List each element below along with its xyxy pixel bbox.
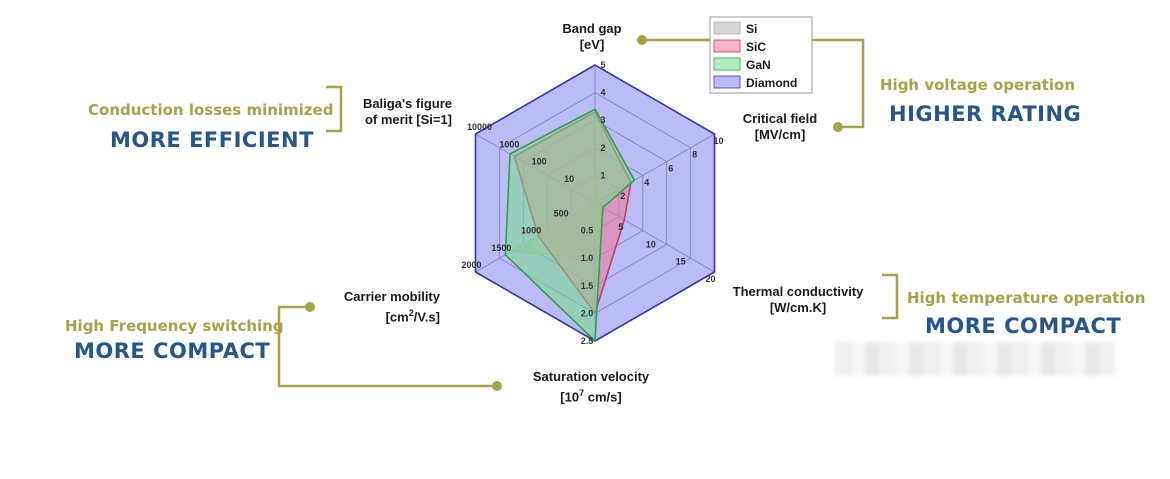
tick-label-band_gap-3: 3 — [600, 115, 605, 125]
tick-label-carrier_mobility-3: 1500 — [491, 243, 511, 253]
connector-mobility-saturation — [277, 305, 497, 388]
tick-label-thermal_conductivity-1: 5 — [618, 222, 623, 232]
tick-label-saturation_velocity-3: 1.5 — [581, 281, 594, 291]
tick-label-critical_field-1: 2 — [620, 191, 625, 201]
tick-label-carrier_mobility-2: 1000 — [521, 226, 541, 236]
legend-swatch-si — [713, 21, 741, 35]
legend-swatch-gan — [713, 57, 741, 71]
tick-label-band_gap-1: 1 — [600, 170, 605, 180]
axis-label-saturation-velocity: Saturation velocity[107 cm/s] — [532, 369, 650, 405]
series-gan-polygon — [504, 108, 636, 342]
radar-tick-labels: 1 2 3 4 5 2 4 6 8 10 5 10 15 20 0.5 1.0 1.5 2.0 2.5 500 1000… — [461, 60, 723, 346]
annotation-title-efficiency: MORE EFFICIENT — [110, 128, 314, 152]
tick-label-saturation_velocity-1: 0.5 — [581, 226, 594, 236]
annotation-title-rating: HIGHER RATING — [889, 102, 1082, 126]
axis-label-critical-field: Critical field[MV/cm] — [742, 111, 818, 142]
axis-label-carrier-mobility: Carrier mobility[cm2/V.s] — [343, 289, 440, 325]
annotation-title-compact-left: MORE COMPACT — [74, 339, 271, 363]
tick-label-carrier_mobility-1: 500 — [554, 208, 569, 218]
tick-label-critical_field-5: 10 — [713, 136, 723, 146]
connector-dot-saturation-velocity — [492, 381, 502, 391]
annotation-subtitle-frequency: High Frequency switching — [65, 317, 284, 335]
legend-label-diamond: Diamond — [746, 76, 797, 90]
bracket-baliga — [326, 85, 343, 133]
tick-label-baliga_fom-3: 100 — [532, 157, 547, 167]
tick-label-critical_field-2: 4 — [644, 177, 649, 187]
legend-swatch-diamond — [713, 75, 741, 89]
bracket-thermal — [882, 273, 899, 320]
tick-label-thermal_conductivity-2: 10 — [646, 239, 656, 249]
tick-label-thermal_conductivity-3: 15 — [676, 257, 686, 267]
tick-label-band_gap-4: 4 — [600, 88, 605, 98]
annotation-subtitle-temperature: High temperature operation — [907, 289, 1146, 307]
legend-swatch-sic — [713, 39, 741, 53]
tick-label-saturation_velocity-5: 2.5 — [581, 336, 594, 346]
legend-label-sic: SiC — [746, 40, 766, 54]
axis-label-band-gap: Band gap[eV] — [562, 21, 622, 52]
annotation-title-compact-right: MORE COMPACT — [925, 314, 1122, 338]
tick-label-baliga_fom-5: 10000 — [467, 122, 492, 132]
tick-label-baliga_fom-4: 1000 — [499, 139, 519, 149]
connector-dot-critical-field — [833, 122, 843, 132]
tick-label-band_gap-5: 5 — [600, 60, 605, 70]
tick-label-saturation_velocity-2: 1.0 — [581, 253, 594, 263]
tick-label-critical_field-4: 8 — [692, 150, 697, 160]
tick-label-thermal_conductivity-4: 20 — [705, 274, 715, 284]
legend-label-gan: GaN — [746, 58, 771, 72]
tick-label-critical_field-3: 6 — [668, 164, 673, 174]
annotation-subtitle-efficiency: Conduction losses minimized — [88, 101, 334, 119]
tick-label-band_gap-2: 2 — [600, 143, 605, 153]
axis-label-thermal-conductivity: Thermal conductivity[W/cm.K] — [732, 284, 864, 315]
tick-label-carrier_mobility-4: 2000 — [461, 260, 481, 270]
tick-label-saturation_velocity-4: 2.0 — [581, 308, 594, 318]
annotation-subtitle-voltage: High voltage operation — [880, 76, 1076, 94]
legend-label-si: Si — [746, 22, 757, 36]
radar-series — [474, 64, 716, 342]
tick-label-baliga_fom-2: 10 — [564, 174, 574, 184]
blurred-region — [835, 342, 1115, 376]
